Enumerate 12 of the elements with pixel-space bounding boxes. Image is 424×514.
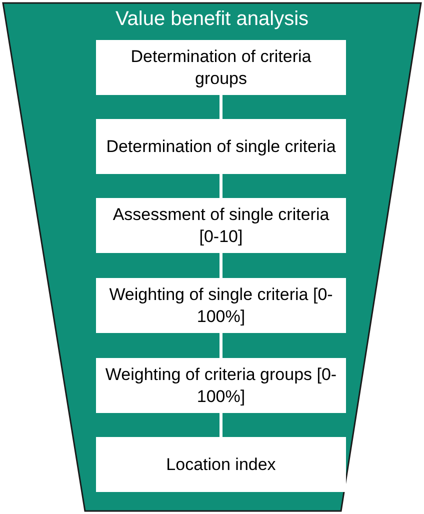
process-box: Assessment of single criteria [0-10]: [96, 198, 346, 253]
connector-line: [220, 413, 222, 437]
connector-line: [220, 253, 222, 278]
process-box: Determination of single criteria: [96, 119, 346, 174]
funnel-title: Value benefit analysis: [114, 7, 310, 31]
connector-line: [220, 333, 222, 358]
connector-line: [220, 174, 222, 198]
connector-line: [220, 95, 222, 119]
process-box: Determination of criteria groups: [96, 40, 346, 95]
process-box: Location index: [96, 437, 346, 492]
process-box: Weighting of single criteria [0-100%]: [96, 278, 346, 333]
process-box: Weighting of criteria groups [0-100%]: [96, 358, 346, 413]
